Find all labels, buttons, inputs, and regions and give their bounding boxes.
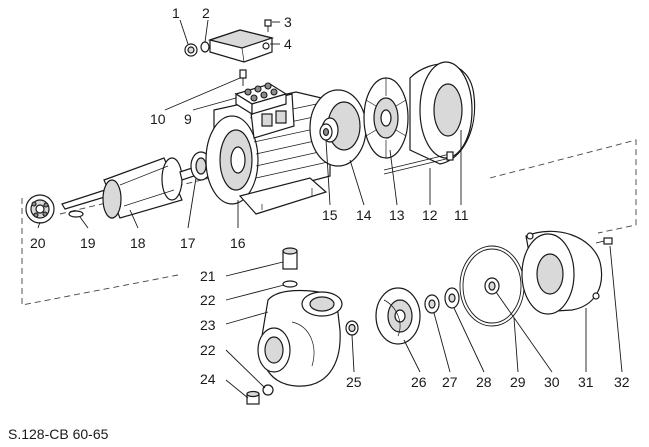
screw-part-32: [595, 237, 613, 245]
gland-nut-part-2: [200, 41, 210, 53]
callout-14: 14: [356, 207, 372, 223]
gland-part-1: [184, 43, 198, 57]
callout-24: 24: [200, 371, 216, 387]
callout-20: 20: [30, 235, 46, 251]
plug-part-21: [282, 247, 298, 270]
callout-4: 4: [284, 36, 292, 52]
drawing-code: S.128-CB 60-65: [8, 426, 109, 442]
callout-16: 16: [230, 235, 246, 251]
callout-19: 19: [80, 235, 96, 251]
seal-seat-part-28: [444, 287, 460, 309]
screw-part-3: [264, 19, 272, 32]
callout-27: 27: [442, 374, 458, 390]
callout-28: 28: [476, 374, 492, 390]
callout-9: 9: [184, 111, 192, 127]
assembly-axis-lines: [21, 139, 637, 306]
fan-part-13: [363, 77, 409, 159]
end-shield-part-14: [309, 89, 367, 167]
terminal-cover-part-4: [207, 29, 275, 63]
callout-22-lower: 22: [200, 342, 216, 358]
nut-part-25: [345, 320, 359, 336]
leader-lines: [37, 19, 623, 399]
callout-3: 3: [284, 14, 292, 30]
rotor-shaft-part-18: [61, 157, 207, 219]
callout-23: 23: [200, 317, 216, 333]
callout-29: 29: [510, 374, 526, 390]
callout-17: 17: [180, 235, 196, 251]
impeller-part-26: [375, 287, 421, 345]
key-part-19: [68, 210, 84, 218]
terminal-board-part-9: [234, 82, 288, 116]
callout-32: 32: [614, 374, 630, 390]
tie-rod-part-12: [383, 151, 454, 175]
callout-1: 1: [172, 5, 180, 21]
callout-30: 30: [544, 374, 560, 390]
callout-15: 15: [322, 207, 338, 223]
callout-13: 13: [389, 207, 405, 223]
callout-21: 21: [200, 268, 216, 284]
bracket-part-31: [521, 230, 603, 315]
callout-2: 2: [202, 5, 210, 21]
callout-18: 18: [130, 235, 146, 251]
callout-labels: 1 2 3 4 9 10 11 12 13 14 15 16 17 18 19 …: [30, 5, 630, 390]
seal-ring-part-22-lower: [262, 384, 274, 396]
bearing-part-20: [25, 194, 55, 224]
callout-26: 26: [411, 374, 427, 390]
fan-cover-part-11: [409, 61, 476, 165]
callout-25: 25: [346, 374, 362, 390]
mechanical-seal-part-27: [424, 294, 440, 314]
drain-plug-part-24: [246, 390, 260, 405]
seal-ring-part-22-upper: [282, 280, 298, 288]
pump-casing-part-23: [257, 289, 343, 387]
callout-10: 10: [150, 111, 166, 127]
screw-part-10: [239, 69, 247, 86]
motor-body-part-16: [205, 91, 331, 215]
callout-22-upper: 22: [200, 292, 216, 308]
bearing-part-15: [319, 123, 333, 141]
adapter-part-30: [484, 277, 500, 295]
callout-31: 31: [578, 374, 594, 390]
callout-12: 12: [422, 207, 438, 223]
callout-11: 11: [454, 207, 469, 223]
